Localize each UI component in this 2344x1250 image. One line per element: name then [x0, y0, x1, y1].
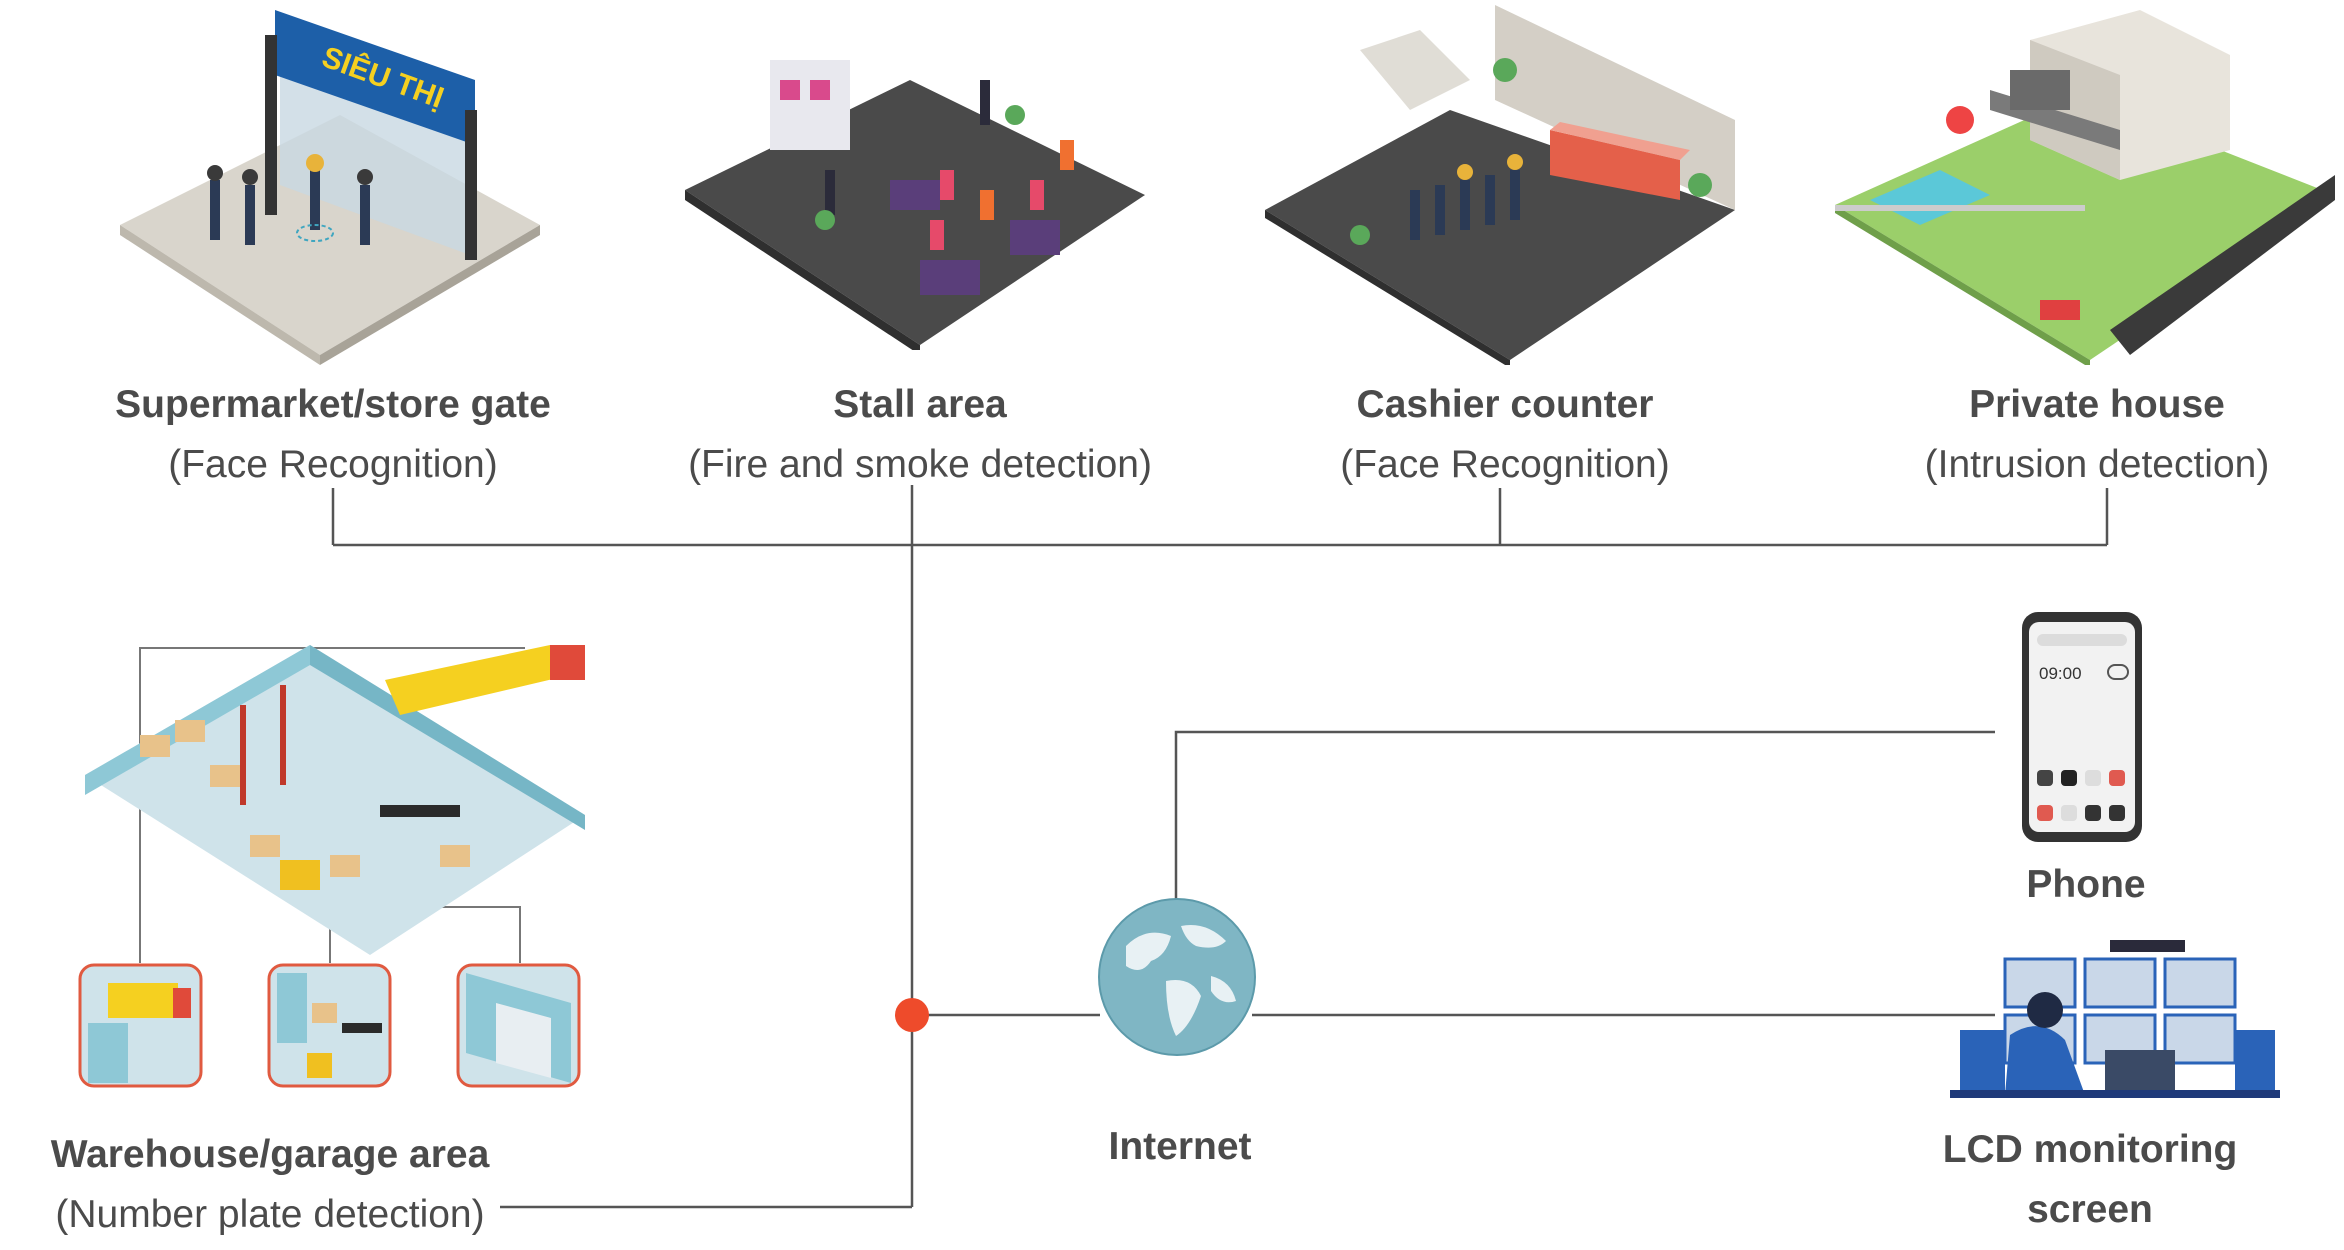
- stall-subtitle: (Fire and smoke detection): [688, 443, 1152, 486]
- phone-search-bar: [2037, 634, 2127, 646]
- messages-app-icon: [2061, 805, 2077, 821]
- wifi-app-icon: [2109, 770, 2125, 786]
- instagram-app-icon: [2109, 805, 2125, 821]
- whatsapp-app-icon: [2085, 805, 2101, 821]
- stall-title: Stall area: [833, 383, 1007, 426]
- phone-dock: [2037, 805, 2129, 821]
- hub-dot: [895, 998, 929, 1032]
- cloud-icon: [2107, 664, 2129, 680]
- camera-app-icon: [2037, 770, 2053, 786]
- internet-title: Internet: [1108, 1125, 1252, 1168]
- call-app-icon: [2037, 805, 2053, 821]
- cashier-counter-illustration: [1265, 5, 1735, 365]
- lcd-monitoring-illustration: [1950, 940, 2280, 1098]
- lcd-title-line2: screen: [2027, 1188, 2153, 1231]
- lcd-title-line1: LCD monitoring: [1942, 1128, 2238, 1171]
- warehouse-title: Warehouse/garage area: [50, 1133, 490, 1176]
- supermarket-subtitle: (Face Recognition): [168, 443, 498, 486]
- supermarket-gate-illustration: SIÊU THỊ: [120, 10, 540, 365]
- phone-app-row-1: [2037, 770, 2129, 786]
- internet-globe-icon: [1098, 898, 1256, 1056]
- house-subtitle: (Intrusion detection): [1924, 443, 2270, 486]
- warehouse-thumbnail-door: [456, 963, 581, 1088]
- line-internet-phone: [1174, 730, 1995, 900]
- warehouse-thumbnail-floor: [267, 963, 392, 1088]
- stall-area-illustration: [685, 60, 1145, 350]
- house-title: Private house: [1969, 383, 2225, 426]
- phone-title: Phone: [2026, 863, 2146, 906]
- weather-app-icon: [2085, 770, 2101, 786]
- contacts-app-icon: [2061, 770, 2077, 786]
- warehouse-thumbnail-truck: [78, 963, 203, 1088]
- warehouse-subtitle: (Number plate detection): [55, 1193, 485, 1236]
- warehouse-illustration: [85, 645, 585, 955]
- private-house-illustration: [1835, 10, 2335, 365]
- cashier-subtitle: (Face Recognition): [1340, 443, 1670, 486]
- phone-screen: 09:00: [2029, 622, 2135, 832]
- phone-device: 09:00: [2022, 612, 2142, 842]
- phone-clock: 09:00: [2039, 664, 2082, 683]
- supermarket-title: Supermarket/store gate: [115, 383, 551, 426]
- cashier-title: Cashier counter: [1356, 383, 1654, 426]
